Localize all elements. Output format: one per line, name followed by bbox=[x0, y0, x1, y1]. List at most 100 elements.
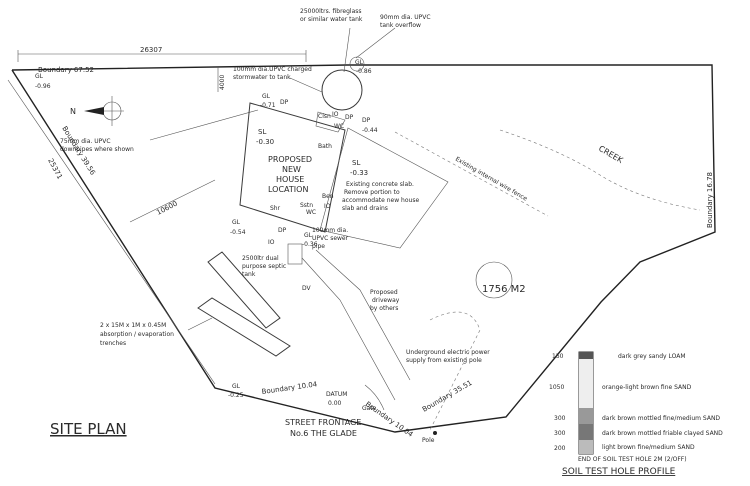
water-tank bbox=[321, 69, 363, 111]
level-gl-bl: GL bbox=[232, 383, 241, 390]
power-line bbox=[429, 311, 481, 431]
dim-left-diag: 25371 bbox=[46, 157, 64, 180]
note-septic-3: tank bbox=[242, 271, 256, 278]
driveway-edge-1 bbox=[301, 257, 396, 401]
note-driveway-3: by others bbox=[370, 305, 398, 312]
soil-end: END OF SOIL TEST HOLE 2M (2/OFF) bbox=[578, 456, 687, 463]
boundary-top: Boundary 67.52 bbox=[38, 66, 94, 74]
fixture-bath: Bath bbox=[318, 143, 332, 150]
gate bbox=[364, 384, 385, 411]
boundary-bottom: Boundary 10.04 bbox=[261, 380, 318, 396]
house-label-2: NEW bbox=[282, 165, 301, 174]
note-downpipes-1: 75mm dia. UPVC bbox=[60, 138, 111, 145]
note-downpipes-2: downpipes where shown bbox=[60, 146, 134, 153]
note-power-2: supply from existing pole bbox=[406, 357, 482, 364]
level-gl-tl: GL bbox=[35, 73, 44, 80]
level-sl-house: SL bbox=[258, 128, 266, 136]
level-gl-s-value: -0.36 bbox=[302, 241, 318, 248]
fixture-ben: Ben bbox=[322, 193, 334, 200]
soil-test-hole-profile: 150 1050 300 300 200 dark grey sandy LOA… bbox=[549, 351, 723, 477]
boundary-right: Boundary 16.78 bbox=[706, 172, 714, 228]
fixture-dp-3: DP bbox=[278, 227, 287, 234]
creek-label: CREEK bbox=[597, 144, 625, 165]
fixture-clsn: Clsn bbox=[318, 113, 331, 120]
dim-top: 26307 bbox=[140, 46, 162, 54]
level-gl-w: GL bbox=[232, 219, 241, 226]
north-arrow: N bbox=[70, 96, 124, 126]
gate-label: Gate bbox=[362, 405, 377, 412]
soil-desc-1: dark grey sandy LOAM bbox=[618, 353, 686, 360]
north-label: N bbox=[70, 107, 76, 116]
level-dp-ne: DP bbox=[362, 117, 371, 124]
level-gl-house-value: -0.71 bbox=[260, 102, 276, 109]
note-tank-1: 25000ltrs. fibreglass bbox=[300, 8, 362, 15]
house-label-3: HOUSE bbox=[276, 175, 304, 184]
level-sl-house-value: -0.30 bbox=[256, 138, 274, 146]
soil-depth-3: 300 bbox=[554, 415, 566, 422]
property-boundary bbox=[11, 64, 716, 433]
house-wing bbox=[315, 111, 346, 133]
fixture-io-1: IO bbox=[332, 111, 339, 118]
fixture-dv: DV bbox=[302, 285, 312, 292]
area-circle bbox=[475, 261, 513, 299]
soil-desc-3: dark brown mottled fine/medium SAND bbox=[602, 415, 720, 422]
internal-fence bbox=[394, 131, 549, 217]
soil-depth-5: 200 bbox=[554, 445, 566, 452]
fixture-wc-2: WC bbox=[306, 209, 316, 216]
level-gl-house: GL bbox=[262, 93, 271, 100]
pole-label: Pole bbox=[422, 437, 435, 444]
soil-title: SOIL TEST HOLE PROFILE bbox=[562, 467, 676, 477]
note-overflow-1: 90mm dia. UPVC bbox=[380, 14, 431, 21]
soil-desc-5: light brown fine/medium SAND bbox=[602, 444, 695, 451]
left-diagonal-dimension bbox=[7, 79, 216, 385]
level-gl-top: GL bbox=[355, 59, 364, 66]
trench-1 bbox=[207, 251, 281, 329]
street-frontage-1: STREET FRONTAGE bbox=[285, 418, 361, 427]
level-gl-w-value: -0.54 bbox=[230, 229, 246, 236]
fixture-shr: Shr bbox=[270, 205, 281, 212]
note-slab-4: slab and drains bbox=[342, 205, 388, 212]
fixture-dp-1: DP bbox=[280, 99, 289, 106]
level-sl-slab: SL bbox=[352, 159, 360, 167]
note-slab-2: Remove portion to bbox=[344, 189, 400, 196]
soil-depth-2: 1050 bbox=[549, 384, 564, 391]
note-sewer-1: 100mm dia. bbox=[312, 227, 348, 234]
house-outline bbox=[239, 102, 346, 233]
boundary-bottom-right: Boundary 35.51 bbox=[421, 379, 473, 414]
note-overflow-2: tank overflow bbox=[380, 22, 421, 29]
fixture-sstn: Sstn bbox=[300, 202, 313, 209]
soil-depth-1: 150 bbox=[552, 353, 564, 360]
note-trenches-3: trenches bbox=[100, 340, 126, 347]
level-gl-tl-value: -0.96 bbox=[35, 83, 51, 90]
note-septic-2: purpose septic bbox=[242, 263, 286, 270]
creek-line bbox=[499, 129, 701, 211]
septic-tank bbox=[287, 243, 303, 265]
fence-label: Existing internal wire fence bbox=[454, 156, 529, 203]
soil-desc-2: orange-light brown fine SAND bbox=[602, 384, 692, 391]
level-gl-s: GL bbox=[304, 232, 313, 239]
note-driveway-2: driveway bbox=[372, 297, 400, 304]
area-label: 1756 M2 bbox=[482, 284, 526, 295]
level-sl-slab-value: -0.33 bbox=[350, 169, 368, 177]
note-trenches-1: 2 x 15M x 1M x 0.45M bbox=[100, 322, 166, 329]
soil-desc-4: dark brown mottled friable clayed SAND bbox=[602, 430, 723, 437]
level-datum: DATUM bbox=[326, 391, 347, 398]
dim-4000: 4000 bbox=[219, 75, 226, 90]
level-gl-bl-value: -0.25 bbox=[228, 392, 244, 399]
note-power-1: Underground electric power bbox=[406, 349, 490, 356]
fixture-wc-1: WC bbox=[334, 123, 344, 130]
note-slab-1: Existing concrete slab. bbox=[346, 181, 414, 188]
level-gl-top-value: -0.86 bbox=[356, 68, 372, 75]
fixture-io-3: IO bbox=[268, 239, 275, 246]
house-label-1: PROPOSED bbox=[268, 155, 312, 164]
existing-slab bbox=[319, 127, 449, 249]
note-tank-2: or similar water tank bbox=[300, 16, 363, 23]
note-stormwater-1: 100mm dia.UPVC charged bbox=[233, 66, 312, 73]
driveway-edge-2 bbox=[315, 249, 411, 381]
note-sewer-3: pipe bbox=[312, 243, 325, 250]
level-datum-value: 0.00 bbox=[328, 400, 342, 407]
fixture-io-2: IO bbox=[324, 203, 331, 210]
note-sewer-2: UPVC sewer bbox=[312, 235, 349, 242]
site-plan-title: SITE PLAN bbox=[50, 420, 127, 438]
